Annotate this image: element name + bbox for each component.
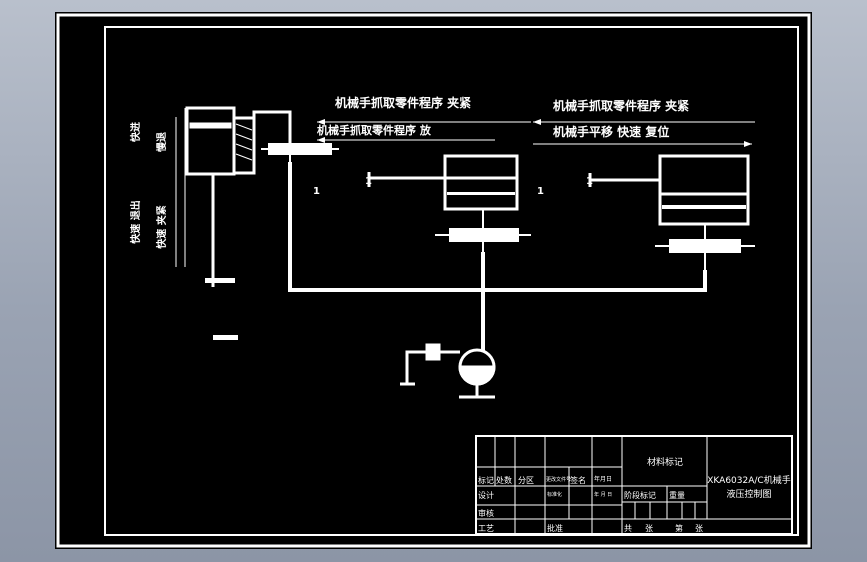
left-rod-end (205, 278, 235, 283)
inner-frame (104, 26, 799, 536)
tb-r4-c4: 张 (645, 524, 653, 533)
valve-2 (435, 209, 531, 252)
tb-r1-c5: 签名 (570, 475, 586, 485)
valve-label-3: 1 (537, 186, 544, 197)
tb-r1-c4: 更改文件号 (546, 476, 571, 483)
top-label-4: 机械手平移 快速 复位 (553, 124, 669, 139)
left-cylinder (185, 106, 292, 287)
tb-r1-c1: 标记 (478, 475, 494, 485)
hydraulic-diagram: 快进 慢退 快速 退出 快速 夹紧 机械手抓取零件程序 夹紧 机械手抓取零件程序… (56, 13, 811, 548)
tb-r4-c5: 第 (675, 523, 683, 533)
valve-label-2: 1 (365, 176, 372, 187)
valve-1 (261, 143, 339, 162)
side-label-4: 快速 夹紧 (155, 205, 168, 249)
valve-label-4: 1 (586, 176, 593, 187)
top-annotations (317, 119, 755, 147)
side-label-2: 慢退 (155, 132, 168, 152)
relief-valve (400, 343, 445, 386)
title-material-mark: 材料标记 (647, 456, 683, 468)
tb-r4-c2: 批准 (547, 523, 563, 533)
top-label-3: 机械手抓取零件程序 夹紧 (553, 98, 689, 113)
top-label-1: 机械手抓取零件程序 夹紧 (335, 95, 471, 110)
right-cylinder (588, 154, 750, 226)
tb-r1-c3: 分区 (518, 476, 534, 485)
title-block (475, 435, 793, 535)
pump (445, 348, 496, 399)
tb-r4-c3: 共 (624, 524, 632, 533)
side-label-3: 快速 退出 (129, 200, 142, 244)
tb-r2-c2: 标准化 (547, 491, 562, 498)
middle-cylinder (367, 154, 519, 211)
title-drawing-name-2: 液压控制图 (726, 488, 771, 500)
outer-frame (56, 13, 811, 548)
tb-r2-c4: 阶段标记 (624, 490, 656, 500)
tb-r2-c3: 年 月 日 (594, 491, 612, 498)
tb-r4-c6: 张 (695, 524, 703, 533)
top-label-2: 机械手抓取零件程序 放 (317, 123, 432, 137)
drawing-sheet: 快进 慢退 快速 退出 快速 夹紧 机械手抓取零件程序 夹紧 机械手抓取零件程序… (55, 12, 812, 549)
valve-3 (655, 224, 755, 270)
left-marker (213, 335, 238, 340)
valve-label-1: 1 (313, 186, 320, 197)
tb-r2-c1: 设计 (478, 490, 494, 500)
title-drawing-name-1: XKA6032A/C机械手 (707, 474, 790, 486)
tb-r4-c1: 工艺 (478, 524, 494, 533)
tb-r1-c2: 处数 (496, 475, 512, 485)
side-label-1: 快进 (129, 122, 142, 143)
tb-r3-c1: 审核 (478, 508, 494, 518)
tb-r1-c6: 年月日 (594, 475, 612, 483)
tb-r2-c5: 重量 (669, 490, 685, 500)
main-pipes (288, 162, 707, 352)
